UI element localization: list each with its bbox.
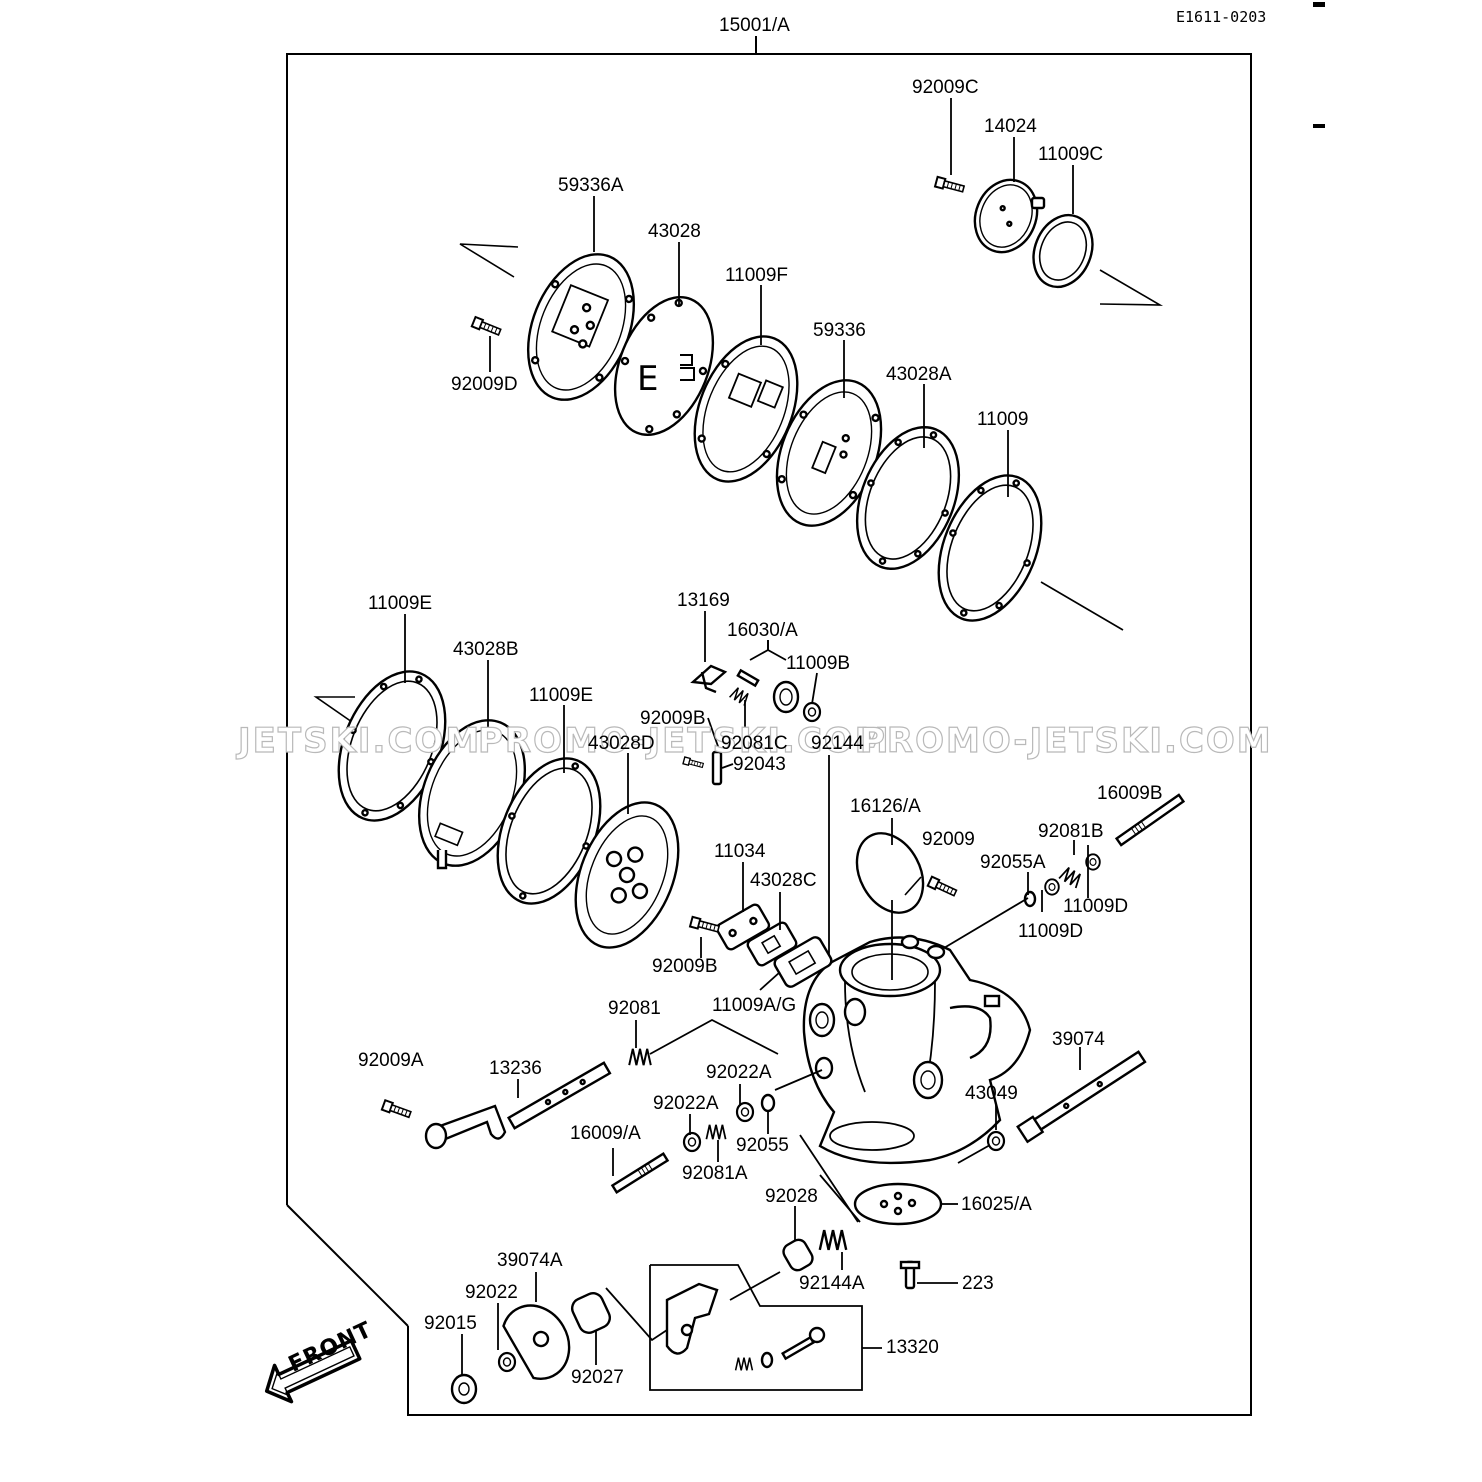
part-label: 92081B xyxy=(1038,821,1104,842)
part-label: 43028D xyxy=(588,733,655,754)
part-label: 11009 xyxy=(977,409,1029,430)
part-label: 43028B xyxy=(453,639,519,660)
part-label: 92081 xyxy=(608,998,661,1019)
part-label: 92009A xyxy=(358,1050,424,1071)
part-label: 92009 xyxy=(922,829,975,850)
part-label: 43049 xyxy=(965,1083,1018,1104)
part-label: 11009E xyxy=(368,593,433,614)
part-label: 92144 xyxy=(811,733,864,754)
part-label: 16025/A xyxy=(961,1194,1032,1215)
part-label: 59336 xyxy=(813,320,866,341)
part-label: 11009A/G xyxy=(712,995,797,1016)
leader-lines xyxy=(404,98,1089,1391)
part-label: 13320 xyxy=(886,1337,939,1358)
part-label: 11009E xyxy=(529,685,594,706)
watermark: PROMO-JETSKI.COM xyxy=(859,720,1273,761)
part-label: 43028A xyxy=(886,364,952,385)
part-label: 92009C xyxy=(912,77,979,98)
watermark: PROMO-JETSKI.COM xyxy=(477,720,891,761)
part-label: 39074 xyxy=(1052,1029,1105,1050)
part-label: 223 xyxy=(962,1273,994,1294)
carb-body xyxy=(380,664,1186,1405)
part-label: 16030/A xyxy=(727,620,798,641)
part-label: 39074A xyxy=(497,1250,563,1271)
part-label: 13169 xyxy=(677,590,730,611)
part-label: 92081C xyxy=(721,733,788,754)
part-label: 14024 xyxy=(984,116,1037,137)
part-label: 92081A xyxy=(682,1163,748,1184)
assembly-label: 15001/A xyxy=(719,15,790,36)
part-label: 13236 xyxy=(489,1058,542,1079)
svg-text:E: E xyxy=(637,359,658,399)
middle-stack xyxy=(313,670,680,949)
part-label: 11009C xyxy=(1038,144,1104,165)
part-label: 16126/A xyxy=(850,796,921,817)
part-label: 92009B xyxy=(640,708,706,729)
watermark: JETSKI.COM xyxy=(237,720,482,761)
part-label: 11009D xyxy=(1063,896,1129,917)
front-arrow xyxy=(264,1338,362,1404)
part-label: 92022A xyxy=(653,1093,719,1114)
part-label: 16009B xyxy=(1097,783,1163,804)
part-label: 92055A xyxy=(980,852,1046,873)
part-label: 92043 xyxy=(733,754,786,775)
part-label: 11009B xyxy=(786,653,851,674)
part-label: 92009D xyxy=(451,374,518,395)
document-code: E1611-0203 xyxy=(1176,8,1267,26)
part-label: 92022 xyxy=(465,1282,518,1303)
part-label: 92027 xyxy=(571,1367,624,1388)
part-label: 43028 xyxy=(648,221,701,242)
part-label: 92022A xyxy=(706,1062,772,1083)
part-label: 92055 xyxy=(736,1135,789,1156)
part-label: 59336A xyxy=(558,175,624,196)
part-label: 11009D xyxy=(1018,921,1084,942)
assembly-frame xyxy=(286,36,1252,1416)
upper-stack: E xyxy=(459,175,1164,631)
part-label: 16009/A xyxy=(570,1123,641,1144)
part-label: 43028C xyxy=(750,870,817,891)
part-label: 92144A xyxy=(799,1273,865,1294)
part-label: 92009B xyxy=(652,956,718,977)
part-label: 92015 xyxy=(424,1313,477,1334)
part-label: 11009F xyxy=(725,265,789,286)
part-label: 92028 xyxy=(765,1186,818,1207)
part-label: 11034 xyxy=(714,841,766,862)
